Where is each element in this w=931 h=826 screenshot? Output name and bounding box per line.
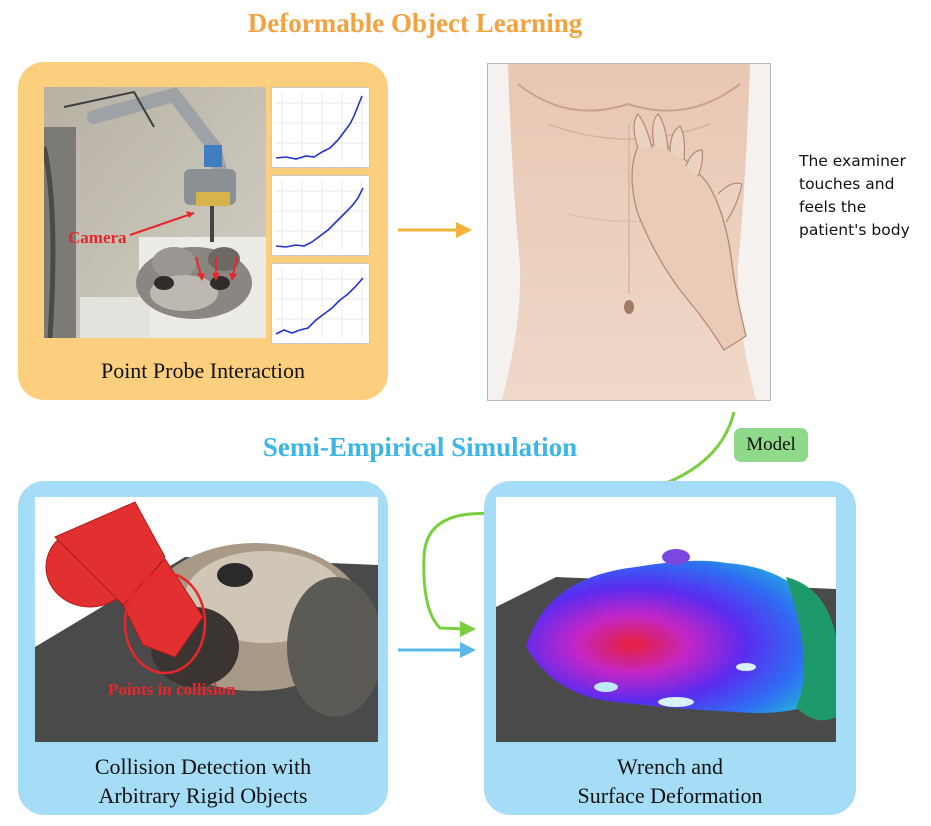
collision-caption-line: Collision Detection with	[94, 754, 312, 779]
collision-render	[35, 497, 378, 742]
deformation-caption: Wrench and Surface Deformation	[484, 752, 856, 810]
examiner-description: The examiner touches and feels the patie…	[799, 150, 929, 242]
deformation-render	[496, 497, 836, 742]
deformation-caption-line: Wrench and	[616, 754, 723, 779]
examiner-line: patient's body	[799, 221, 910, 239]
camera-label: Camera	[68, 228, 127, 247]
collision-caption-line: Arbitrary Rigid Objects	[98, 783, 308, 808]
force-graph-2	[271, 175, 370, 256]
collision-caption: Collision Detection with Arbitrary Rigid…	[18, 752, 388, 810]
deformation-caption-line: Surface Deformation	[577, 783, 763, 808]
examiner-line: feels the	[799, 198, 867, 216]
diagram-title: Deformable Object Learning	[247, 8, 583, 38]
force-graph-3	[271, 263, 370, 344]
points-in-collision-label: Points in collision	[108, 680, 236, 699]
simulation-title: Semi-Empirical Simulation	[262, 432, 578, 462]
robot-probe-photo	[44, 87, 266, 338]
model-badge: Model	[734, 428, 808, 462]
abdomen-palpation-illustration	[487, 63, 771, 401]
examiner-line: touches and	[799, 175, 895, 193]
examiner-line: The examiner	[799, 152, 906, 170]
point-probe-caption: Point Probe Interaction	[100, 358, 306, 383]
arrow-to-examination	[396, 218, 476, 242]
force-graph-1	[271, 87, 370, 168]
